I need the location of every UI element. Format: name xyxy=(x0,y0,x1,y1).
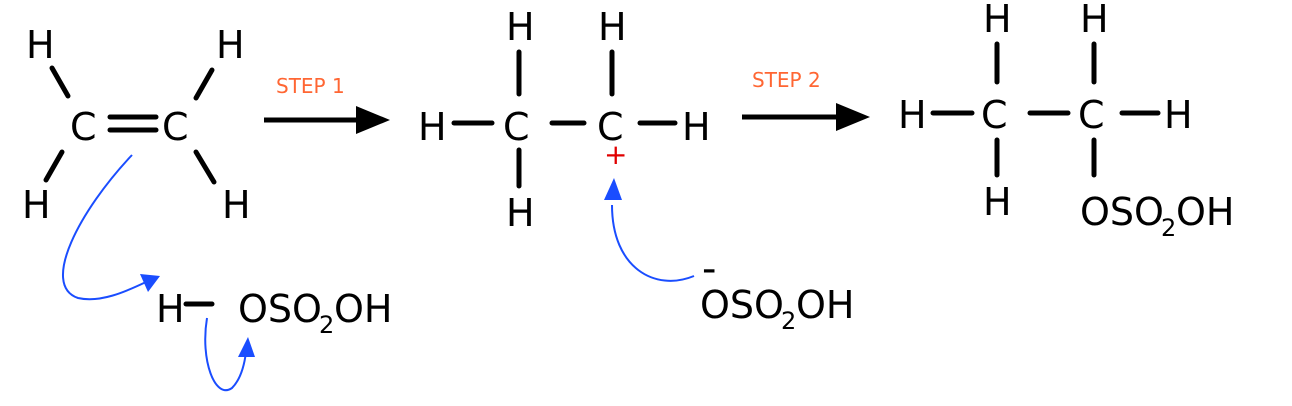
curly-arrowhead xyxy=(604,178,622,200)
product-h-left: H xyxy=(898,93,927,137)
reaction-arrow-step-1: STEP 1 xyxy=(264,74,390,134)
anion-subscript: 2 xyxy=(781,307,796,335)
ethene-h-top-right: H xyxy=(216,23,245,67)
anion-oso: OSO xyxy=(700,283,784,327)
cation-h-left: H xyxy=(418,105,447,149)
product-h-bottom: H xyxy=(983,180,1012,224)
negative-charge: - xyxy=(702,246,716,292)
curly-arrow-path xyxy=(61,154,147,301)
anion-oh: OH xyxy=(796,283,854,327)
curly-arrow-bond-to-o xyxy=(204,317,255,392)
curly-arrowhead xyxy=(140,274,160,292)
cation-h-top-2: H xyxy=(598,5,627,49)
curly-arrowhead xyxy=(238,337,255,357)
positive-charge: + xyxy=(604,138,627,171)
acid-oso: OSO xyxy=(238,287,322,331)
hydrogensulfate-anion: - OSO 2 OH xyxy=(700,246,854,335)
bond-c1-h-top xyxy=(49,65,71,99)
product-h-top-1: H xyxy=(983,0,1012,41)
ethene-carbon-2: C xyxy=(162,105,189,149)
cation-carbon-right: C xyxy=(597,105,624,149)
curly-arrow-anion-to-cation xyxy=(604,178,695,282)
ethene-h-top-left: H xyxy=(26,23,55,67)
ethene-h-bottom-left: H xyxy=(22,183,51,227)
arrowhead xyxy=(356,106,390,134)
acid-subscript: 2 xyxy=(319,311,334,339)
cation-h-bottom: H xyxy=(506,191,535,235)
sulfuric-acid: H OSO 2 OH xyxy=(156,287,392,339)
product-h-top-2: H xyxy=(1080,0,1109,41)
ethyl-hydrogensulfate: H C C H H H H OSO 2 OH xyxy=(898,0,1234,242)
step-1-label: STEP 1 xyxy=(276,74,345,98)
step-2-label: STEP 2 xyxy=(752,68,821,92)
cation-h-right: H xyxy=(682,105,711,149)
curly-arrow-path xyxy=(611,204,695,282)
product-h-right: H xyxy=(1164,93,1193,137)
bond-c2-h-bottom xyxy=(193,149,217,185)
cation-carbon-left: C xyxy=(503,105,530,149)
carbocation-molecule: H C C H H H H + xyxy=(418,5,711,235)
product-carbon-left: C xyxy=(981,93,1008,137)
product-oh: OH xyxy=(1176,190,1234,234)
acid-oh: OH xyxy=(334,287,392,331)
curly-arrow-pi-to-h xyxy=(61,154,160,301)
product-oso: OSO xyxy=(1080,190,1164,234)
bond-c1-h-bottom xyxy=(43,149,65,183)
ethene-carbon-1: C xyxy=(70,105,97,149)
product-subscript: 2 xyxy=(1161,214,1176,242)
arrowhead xyxy=(836,103,870,131)
curly-arrow-path xyxy=(204,317,247,392)
reaction-arrow-step-2: STEP 2 xyxy=(742,68,870,131)
cation-h-top-1: H xyxy=(506,5,535,49)
ethene-molecule: H H H H C C xyxy=(22,23,251,227)
product-carbon-right: C xyxy=(1078,93,1105,137)
ethene-h-bottom-right: H xyxy=(222,183,251,227)
bond-c2-h-top xyxy=(193,67,215,101)
acid-hydrogen: H xyxy=(156,287,185,331)
